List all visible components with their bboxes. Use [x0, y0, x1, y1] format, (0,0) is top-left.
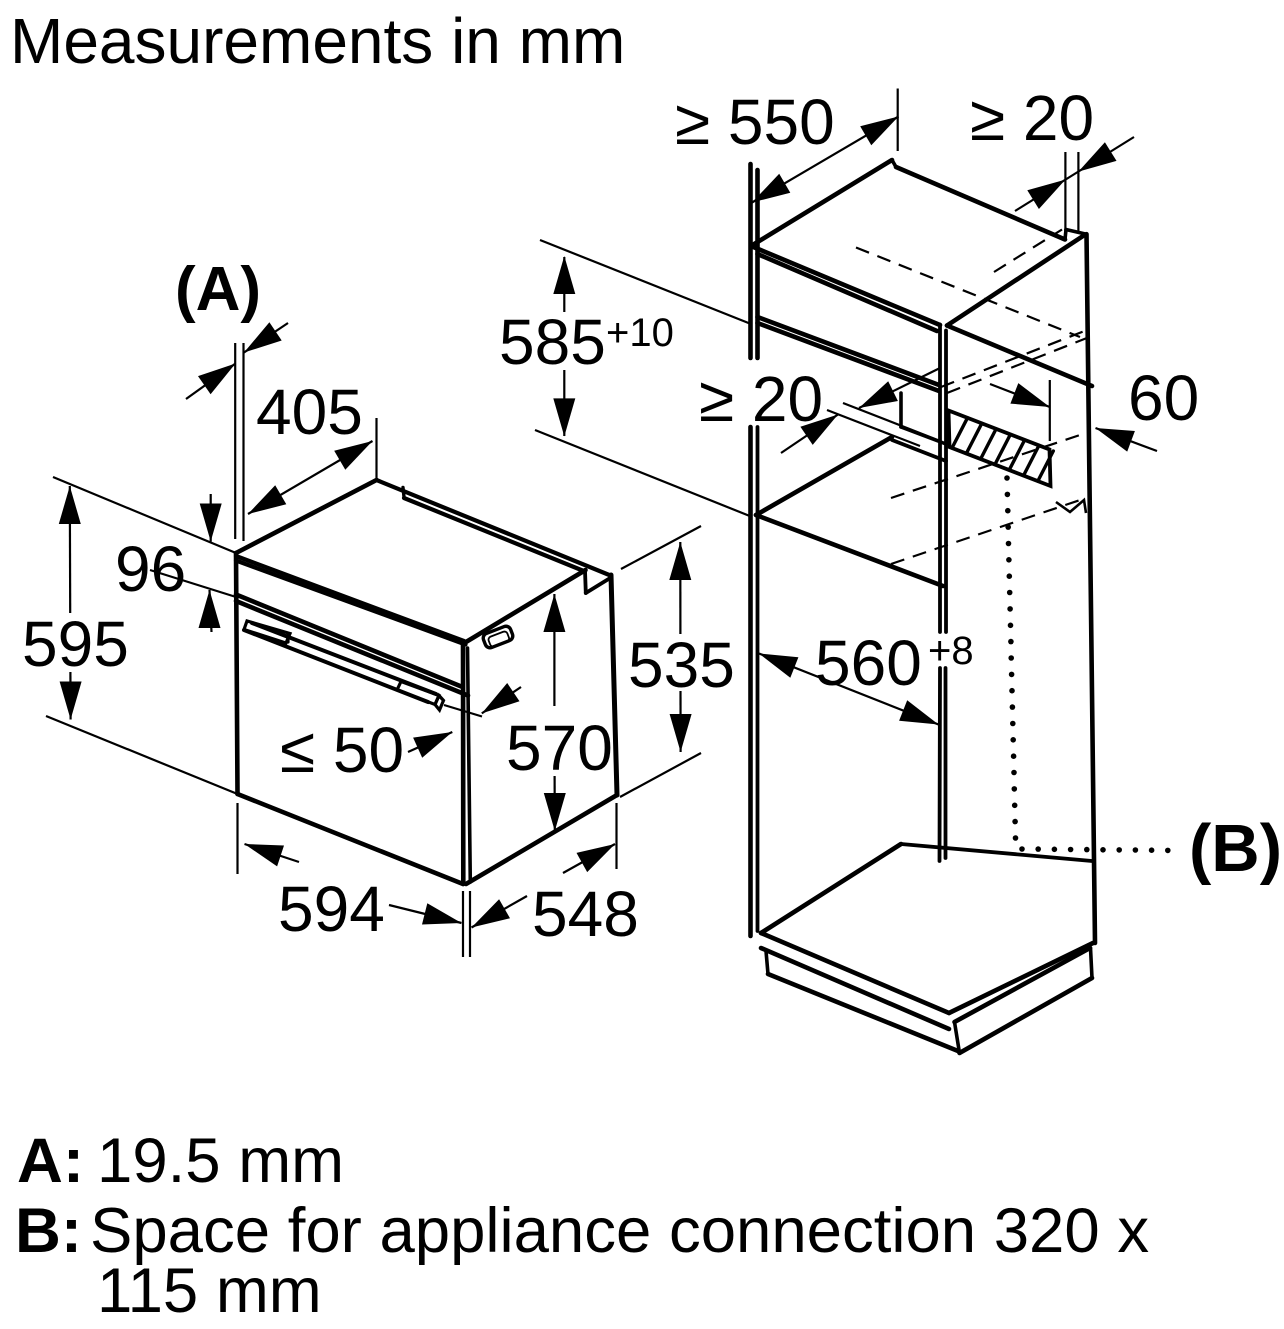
svg-text:595: 595 — [22, 608, 129, 680]
svg-text:Measurements in mm: Measurements in mm — [10, 5, 625, 77]
svg-text:19.5 mm: 19.5 mm — [97, 1126, 344, 1196]
svg-text:96: 96 — [115, 533, 186, 605]
svg-text:B:: B: — [15, 1196, 82, 1266]
svg-text:570: 570 — [506, 712, 613, 784]
svg-text:60: 60 — [1128, 362, 1199, 434]
svg-text:548: 548 — [532, 878, 639, 950]
svg-text:405: 405 — [256, 376, 363, 448]
svg-text:560: 560 — [815, 627, 922, 699]
svg-text:≥ 20: ≥ 20 — [699, 363, 823, 435]
svg-text:+8: +8 — [928, 629, 974, 673]
svg-text:115 mm: 115 mm — [97, 1256, 322, 1324]
svg-text:≥ 20: ≥ 20 — [970, 82, 1094, 154]
svg-text:535: 535 — [628, 629, 735, 701]
svg-text:(B): (B) — [1189, 811, 1282, 886]
svg-text:585: 585 — [499, 306, 606, 378]
svg-text:≥ 550: ≥ 550 — [675, 86, 835, 158]
svg-text:594: 594 — [278, 873, 385, 945]
svg-text:≤ 50: ≤ 50 — [280, 714, 404, 786]
svg-text:(A): (A) — [175, 255, 261, 324]
svg-text:+10: +10 — [606, 311, 674, 355]
svg-text:A:: A: — [17, 1126, 84, 1196]
